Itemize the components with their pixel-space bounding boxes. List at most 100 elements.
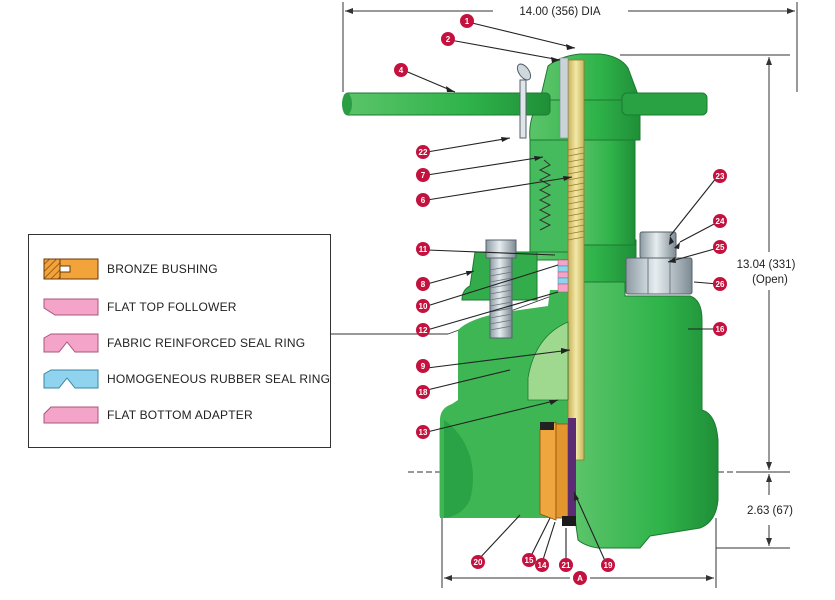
callout-18: 18 xyxy=(416,385,430,399)
height-open-sublabel: (Open) xyxy=(752,274,788,286)
handwheel-bar xyxy=(342,92,708,116)
height-open-label: 13.04 (331) xyxy=(737,259,796,271)
callout-number: 24 xyxy=(716,217,725,226)
callout-circle xyxy=(416,359,430,373)
callout-7: 7 xyxy=(416,168,430,182)
gate-disc xyxy=(527,321,569,401)
callout-circle xyxy=(713,240,727,254)
legend-label-bronze-bushing: BRONZE BUSHING xyxy=(107,262,218,276)
legend-row-fabric-seal-ring: FABRIC REINFORCED SEAL RING xyxy=(43,333,305,353)
callout-8: 8 xyxy=(416,277,430,291)
rubber-seal-ring-swatch-icon xyxy=(43,369,99,389)
callout-number: 14 xyxy=(538,561,547,570)
legend-label-fabric-seal-ring: FABRIC REINFORCED SEAL RING xyxy=(107,336,306,350)
callout-circle xyxy=(535,558,549,572)
leader-arrowheads xyxy=(446,44,680,501)
bonnet-bolt-left xyxy=(485,239,517,339)
callout-12: 12 xyxy=(416,323,430,337)
callout-21: 21 xyxy=(559,558,573,572)
callout-number: 25 xyxy=(716,243,725,252)
callout-15: 15 xyxy=(522,553,536,567)
callout-number: 2 xyxy=(446,35,451,44)
callout-circle xyxy=(416,168,430,182)
packing-stack xyxy=(557,259,569,293)
callout-circle xyxy=(416,145,430,159)
dimension-arrows xyxy=(345,8,795,581)
callout-1: 1 xyxy=(460,14,474,28)
callout-23: 23 xyxy=(713,169,727,183)
legend-row-flat-top-follower: FLAT TOP FOLLOWER xyxy=(43,297,237,317)
callout-number: 16 xyxy=(716,325,725,334)
bottom-height-label: 2.63 (67) xyxy=(747,505,793,517)
callout-number: 11 xyxy=(419,245,428,254)
callout-circle xyxy=(441,32,455,46)
callout-number: 13 xyxy=(419,428,428,437)
callout-circle xyxy=(416,277,430,291)
callout-circle xyxy=(713,322,727,336)
leader-lines xyxy=(402,22,719,564)
callout-number: 12 xyxy=(419,326,428,335)
callout-number: 15 xyxy=(525,556,534,565)
callout-circle xyxy=(416,299,430,313)
callout-25: 25 xyxy=(713,240,727,254)
callout-number: 18 xyxy=(419,388,428,397)
callout-circle xyxy=(416,425,430,439)
callout-circle xyxy=(394,63,408,77)
legend-row-flat-bottom-adapter: FLAT BOTTOM ADAPTER xyxy=(43,405,253,425)
callout-2: 2 xyxy=(441,32,455,46)
callout-26: 26 xyxy=(713,277,727,291)
overall-width-label: 14.00 (356) DIA xyxy=(519,6,601,18)
callout-number: 1 xyxy=(465,17,470,26)
fabric-seal-ring-swatch-icon xyxy=(43,333,99,353)
callout-9: 9 xyxy=(416,359,430,373)
callout-circle xyxy=(713,277,727,291)
callout-14: 14 xyxy=(535,558,549,572)
callout-19: 19 xyxy=(601,558,615,572)
callout-circle xyxy=(416,242,430,256)
legend-label-flat-top-follower: FLAT TOP FOLLOWER xyxy=(107,300,237,314)
callout-number: 6 xyxy=(421,196,426,205)
callout-10: 10 xyxy=(416,299,430,313)
callout-circle xyxy=(559,558,573,572)
callout-4: 4 xyxy=(394,63,408,77)
end-to-end-marker: A xyxy=(573,571,587,585)
legend-row-rubber-seal-ring: HOMOGENEOUS RUBBER SEAL RING xyxy=(43,369,330,389)
callout-number: 21 xyxy=(562,561,571,570)
callout-13: 13 xyxy=(416,425,430,439)
callout-number: 8 xyxy=(421,280,426,289)
callout-circle xyxy=(416,323,430,337)
legend-row-bronze-bushing: BRONZE BUSHING xyxy=(43,258,218,280)
legend-label-flat-bottom-adapter: FLAT BOTTOM ADAPTER xyxy=(107,408,253,422)
callout-circle xyxy=(601,558,615,572)
seat-ring xyxy=(539,418,576,526)
end-to-end-label: A xyxy=(577,574,583,583)
handle-pin xyxy=(516,63,532,139)
legend-box: BRONZE BUSHING FLAT TOP FOLLOWER FABRIC … xyxy=(28,234,331,448)
callout-number: 7 xyxy=(421,171,426,180)
callout-number: 22 xyxy=(419,148,428,157)
bronze-bushing-swatch-icon xyxy=(43,258,99,280)
callout-number: 26 xyxy=(716,280,725,289)
dimension-lines xyxy=(342,2,798,588)
callout-number: 9 xyxy=(421,362,426,371)
flat-top-follower-swatch-icon xyxy=(43,298,99,316)
callout-circle xyxy=(416,193,430,207)
bonnet-bolt-right xyxy=(625,231,693,295)
callout-11: 11 xyxy=(416,242,430,256)
callout-number: 23 xyxy=(716,172,725,181)
callout-circle xyxy=(713,169,727,183)
callout-circle xyxy=(522,553,536,567)
callout-24: 24 xyxy=(713,214,727,228)
callout-number: 19 xyxy=(604,561,613,570)
legend-label-rubber-seal-ring: HOMOGENEOUS RUBBER SEAL RING xyxy=(107,372,331,386)
callout-circle xyxy=(460,14,474,28)
callout-circle xyxy=(713,214,727,228)
callout-circle xyxy=(416,385,430,399)
flat-bottom-adapter-swatch-icon xyxy=(43,406,99,424)
callout-number: 4 xyxy=(399,66,404,75)
callout-6: 6 xyxy=(416,193,430,207)
callout-22: 22 xyxy=(416,145,430,159)
callout-number: 10 xyxy=(419,302,428,311)
